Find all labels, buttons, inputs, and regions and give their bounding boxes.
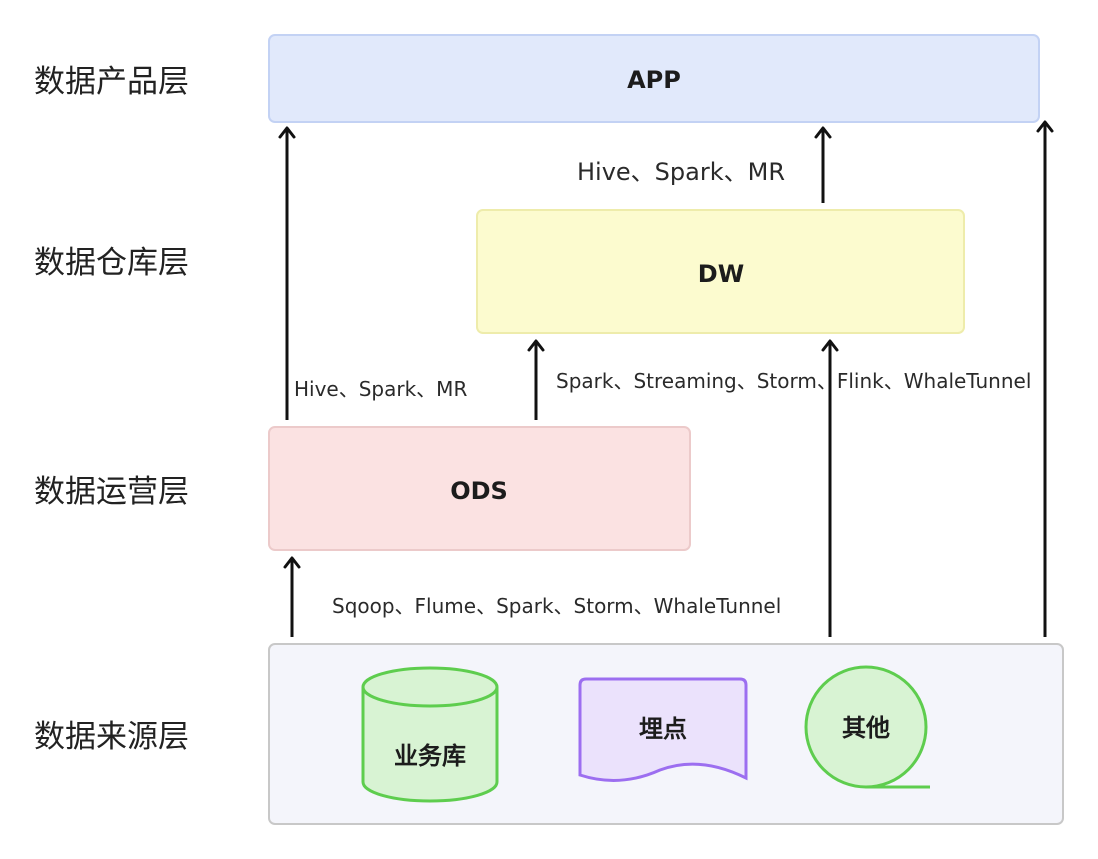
tracking-label: 埋点: [639, 715, 687, 743]
edge-label-to-dw: Spark、Streaming、Storm、Flink、WhaleTunnel: [556, 369, 1031, 393]
ods-box-label: ODS: [450, 477, 508, 505]
business-db-label: 业务库: [394, 742, 466, 770]
app-box-label: APP: [627, 66, 681, 94]
arrow-dw-to-app: [814, 126, 832, 203]
dw-box: DW: [476, 209, 965, 334]
layer-label-ops: 数据运营层: [34, 474, 189, 510]
edge-label-ods-to-app: Hive、Spark、MR: [294, 377, 467, 401]
arrow-source-to-ods: [283, 556, 301, 637]
other-circle: 其他: [804, 665, 930, 789]
business-db-cylinder: 业务库: [361, 666, 499, 803]
edge-label-source-to-ods: Sqoop、Flume、Spark、Storm、WhaleTunnel: [332, 594, 781, 618]
layer-label-source: 数据来源层: [34, 719, 189, 755]
dw-box-label: DW: [698, 260, 744, 288]
arrow-ods-to-dw: [527, 339, 545, 420]
edge-label-dw-to-app: Hive、Spark、MR: [577, 158, 785, 186]
layer-label-product: 数据产品层: [34, 64, 189, 100]
arrow-source-to-dw: [821, 339, 839, 637]
arrow-ods-to-app: [278, 126, 296, 420]
app-box: APP: [268, 34, 1040, 123]
arrow-source-to-app: [1036, 120, 1054, 637]
layer-label-warehouse: 数据仓库层: [34, 245, 189, 281]
ods-box: ODS: [268, 426, 691, 551]
other-label: 其他: [842, 714, 890, 742]
tracking-document: 埋点: [578, 677, 748, 782]
